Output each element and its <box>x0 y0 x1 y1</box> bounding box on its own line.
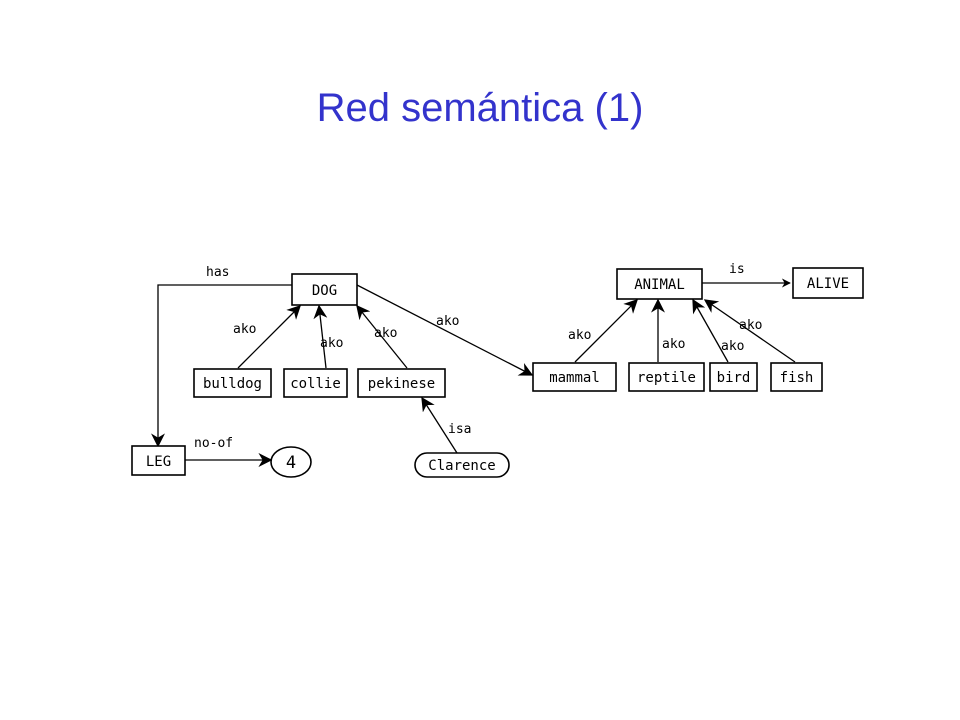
edges: has ako ako ako ako isa no-of is ako ako… <box>151 262 796 467</box>
edge-label-has: has <box>206 265 229 280</box>
node-bird: bird <box>709 362 758 392</box>
node-fish-label: fish <box>780 370 814 386</box>
edge-label-fish-ako: ako <box>739 318 762 333</box>
edge-label-dog-ako: ako <box>436 314 459 329</box>
nodes: DOG bulldog collie pekinese Clarence LEG… <box>131 267 864 478</box>
node-leg: LEG <box>131 445 186 476</box>
edge-dog-has-leg <box>151 284 292 448</box>
edge-mammal-ako-animal <box>574 299 638 363</box>
node-clarence-label: Clarence <box>428 458 495 474</box>
node-bulldog: bulldog <box>193 368 272 398</box>
edge-pekinese-ako-dog <box>356 304 408 369</box>
node-reptile: reptile <box>628 362 705 392</box>
node-bulldog-label: bulldog <box>203 376 262 392</box>
node-collie-label: collie <box>290 376 341 392</box>
node-leg-label: LEG <box>146 454 171 470</box>
node-dog-label: DOG <box>312 283 337 299</box>
edge-dog-ako-mammal <box>356 284 534 376</box>
node-animal: ANIMAL <box>616 268 703 300</box>
slide-title: Red semántica (1) <box>316 86 644 130</box>
node-animal-label: ANIMAL <box>634 277 685 293</box>
node-pekinese: pekinese <box>357 368 446 398</box>
edge-label-pekinese-ako: ako <box>374 326 397 341</box>
edge-clarence-isa-pekinese <box>421 396 458 454</box>
node-collie: collie <box>283 368 348 398</box>
node-pekinese-label: pekinese <box>368 376 435 392</box>
node-four-label: 4 <box>286 453 296 473</box>
edge-label-mammal-ako: ako <box>568 328 591 343</box>
node-mammal-label: mammal <box>549 370 600 386</box>
edge-label-is: is <box>729 262 745 277</box>
node-four: 4 <box>270 446 312 478</box>
edge-label-noof: no-of <box>194 436 233 451</box>
edge-label-reptile-ako: ako <box>662 337 685 352</box>
node-alive-label: ALIVE <box>807 276 849 292</box>
node-fish: fish <box>770 362 823 392</box>
node-alive: ALIVE <box>792 267 864 299</box>
edge-label-bird-ako: ako <box>721 339 744 354</box>
node-bird-label: bird <box>717 370 751 386</box>
edge-label-bulldog-ako: ako <box>233 322 256 337</box>
node-reptile-label: reptile <box>637 370 696 386</box>
edge-fish-ako-animal <box>703 299 796 363</box>
edge-bulldog-ako-dog <box>237 305 301 369</box>
node-mammal: mammal <box>532 362 617 392</box>
edge-label-isa: isa <box>448 422 471 437</box>
edge-bird-ako-animal <box>692 298 729 363</box>
edge-label-collie-ako: ako <box>320 336 343 351</box>
node-dog: DOG <box>291 273 358 306</box>
edge-collie-ako-dog <box>313 304 328 369</box>
node-clarence: Clarence <box>414 452 510 478</box>
